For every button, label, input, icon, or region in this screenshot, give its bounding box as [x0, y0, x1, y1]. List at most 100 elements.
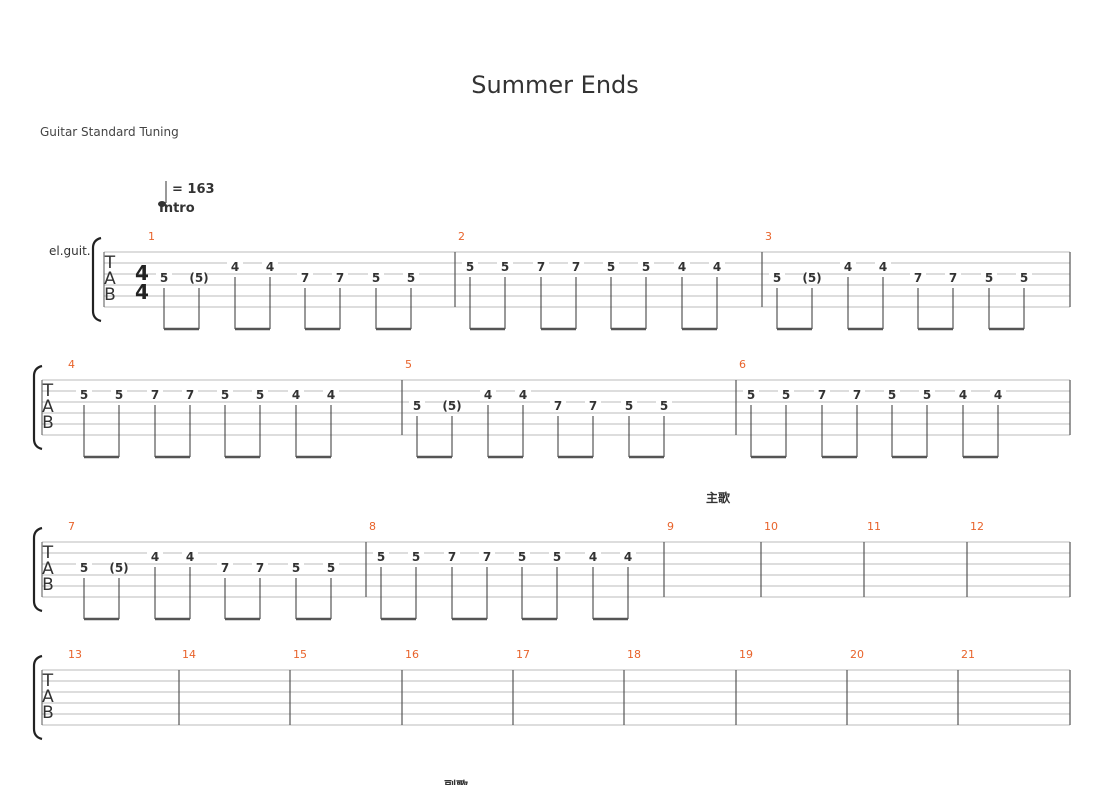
fret-number: 4	[231, 260, 239, 274]
fret-mask	[480, 387, 496, 400]
tab-clef-letter: T	[42, 543, 54, 563]
fret-mask	[769, 270, 785, 283]
fret-number: 4	[484, 388, 492, 402]
measure-number: 9	[667, 520, 674, 533]
fret-mask	[568, 259, 584, 272]
fret-mask	[910, 270, 926, 283]
fret-mask	[656, 398, 672, 411]
fret-mask	[919, 387, 935, 400]
fret-mask	[875, 259, 891, 272]
fret-mask	[603, 259, 619, 272]
fret-number: 4	[959, 388, 967, 402]
fret-number: 7	[853, 388, 861, 402]
fret-number: 4	[151, 550, 159, 564]
fret-number: 5	[413, 399, 421, 413]
tab-clef-letter: A	[42, 687, 54, 707]
fret-number: 5	[372, 271, 380, 285]
fret-number: 5	[407, 271, 415, 285]
measure-number: 3	[765, 230, 772, 243]
fret-number: 5	[466, 260, 474, 274]
fret-mask	[217, 560, 233, 573]
fret-number: 5	[160, 271, 168, 285]
fret-number: 5	[888, 388, 896, 402]
fret-mask	[515, 387, 531, 400]
measure-number: 16	[405, 648, 419, 661]
fret-number: 7	[572, 260, 580, 274]
fret-number: 5	[553, 550, 561, 564]
fret-mask	[191, 270, 207, 283]
system-bracket	[32, 364, 43, 451]
fret-number: 7	[949, 271, 957, 285]
fret-mask	[743, 387, 759, 400]
fret-mask	[840, 259, 856, 272]
measure-number: 6	[739, 358, 746, 371]
measure-number: 1	[148, 230, 155, 243]
instrument-label: el.guit.	[49, 244, 91, 258]
fret-mask	[408, 549, 424, 562]
fret-mask	[288, 560, 304, 573]
fret-mask	[674, 259, 690, 272]
fret-number: 4	[994, 388, 1002, 402]
measure-number: 13	[68, 648, 82, 661]
measure-number: 10	[764, 520, 778, 533]
tab-clef-letter: T	[42, 671, 54, 691]
fret-mask	[638, 259, 654, 272]
measure-number: 8	[369, 520, 376, 533]
fret-number: (5)	[802, 271, 821, 285]
fret-mask	[990, 387, 1006, 400]
fret-number: 4	[292, 388, 300, 402]
fret-mask	[884, 387, 900, 400]
fret-number: 5	[377, 550, 385, 564]
fret-number: 5	[773, 271, 781, 285]
measure-number: 12	[970, 520, 984, 533]
measure-number: 2	[458, 230, 465, 243]
fret-number: 7	[256, 561, 264, 575]
fret-mask	[409, 398, 425, 411]
fret-number: 5	[412, 550, 420, 564]
fret-number: 7	[589, 399, 597, 413]
time-signature-denominator: 4	[135, 280, 149, 304]
tuning-label: Guitar Standard Tuning	[40, 125, 179, 139]
fret-number: 4	[327, 388, 335, 402]
fret-mask	[147, 549, 163, 562]
fret-mask	[621, 398, 637, 411]
tab-clef-letter: B	[104, 285, 116, 305]
fret-number: 5	[642, 260, 650, 274]
fret-number: (5)	[109, 561, 128, 575]
fret-number: 7	[221, 561, 229, 575]
measure-number: 20	[850, 648, 864, 661]
measure-number: 18	[627, 648, 641, 661]
tab-clef-letter: A	[42, 559, 54, 579]
fret-number: 7	[914, 271, 922, 285]
fret-mask	[323, 387, 339, 400]
fret-mask	[297, 270, 313, 283]
fret-number: 5	[660, 399, 668, 413]
fret-number: 7	[554, 399, 562, 413]
fret-mask	[76, 387, 92, 400]
fret-mask	[955, 387, 971, 400]
fret-number: 5	[625, 399, 633, 413]
fret-number: 5	[115, 388, 123, 402]
fret-mask	[533, 259, 549, 272]
section-label-intro: Intro	[159, 201, 195, 216]
fret-number: 5	[80, 388, 88, 402]
fret-number: 7	[151, 388, 159, 402]
fret-mask	[514, 549, 530, 562]
fret-number: 5	[501, 260, 509, 274]
fret-mask	[111, 387, 127, 400]
measure-number: 5	[405, 358, 412, 371]
fret-mask	[550, 398, 566, 411]
fret-number: 7	[301, 271, 309, 285]
fret-mask	[403, 270, 419, 283]
tab-clef-letter: A	[42, 397, 54, 417]
fret-number: 5	[747, 388, 755, 402]
tab-clef-letter: T	[42, 381, 54, 401]
fret-mask	[981, 270, 997, 283]
fret-number: 7	[483, 550, 491, 564]
fret-mask	[373, 549, 389, 562]
tab-clef-letter: B	[42, 413, 54, 433]
fret-number: 7	[818, 388, 826, 402]
fret-mask	[182, 387, 198, 400]
fret-number: 4	[266, 260, 274, 274]
